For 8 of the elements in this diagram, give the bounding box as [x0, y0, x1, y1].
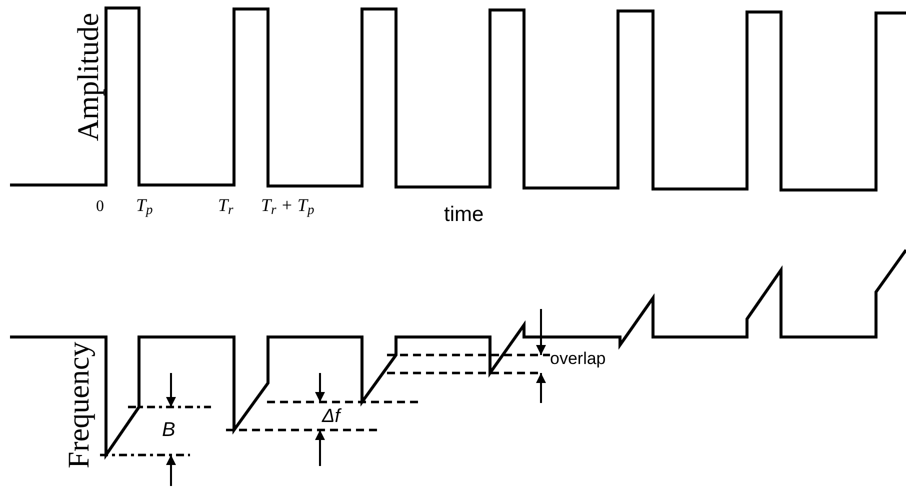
tick-label: T$_{r}$: [218, 196, 234, 214]
axis-title: time: [444, 204, 484, 225]
bandwidth-label: B: [162, 420, 176, 440]
axis-title: Amplitude: [74, 12, 104, 142]
step-label: Δf: [322, 407, 340, 426]
axis-title: Frequency: [64, 342, 94, 468]
tick-label: 0: [96, 199, 104, 215]
overlap-label: overlap: [550, 350, 606, 367]
